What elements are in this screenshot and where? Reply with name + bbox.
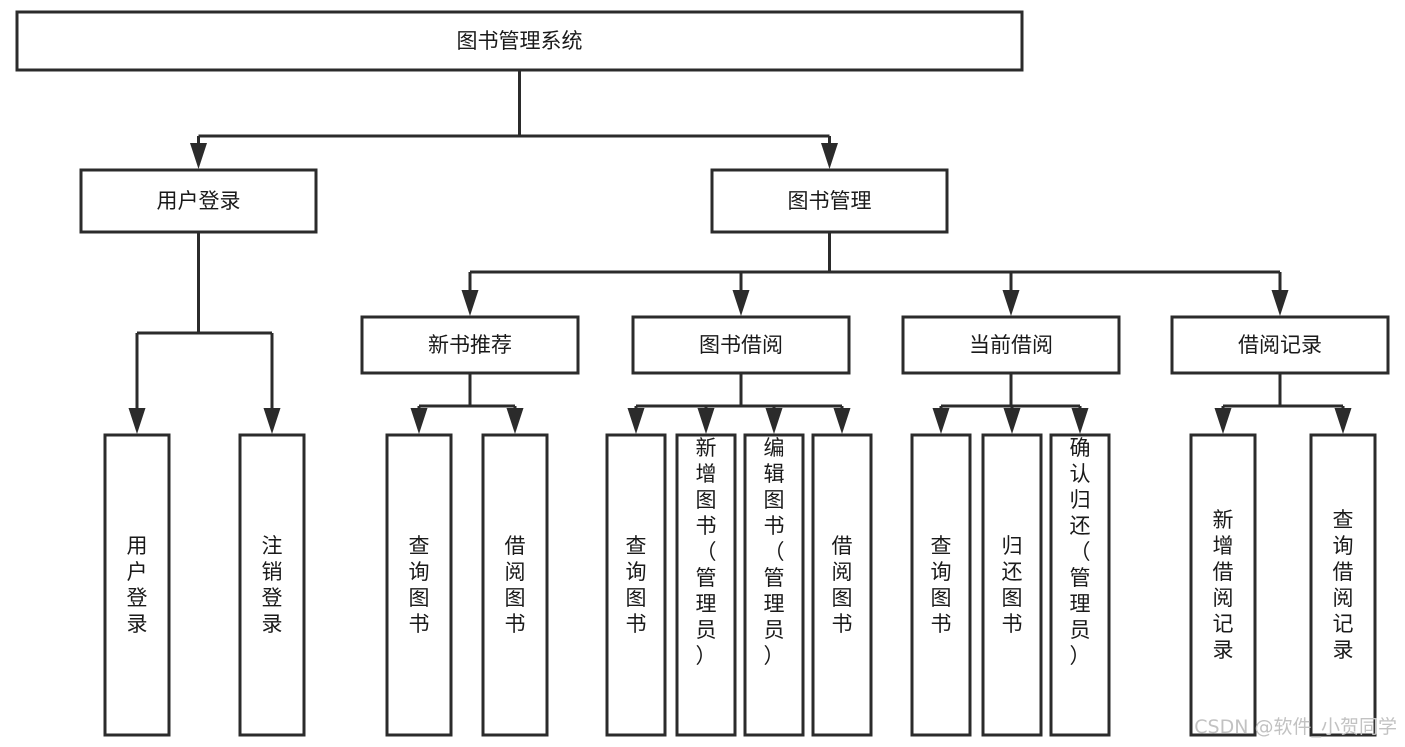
node-label: 注销登录 [262,534,283,636]
node-l3_c[interactable]: 当前借阅 [901,315,1121,375]
node-label: 图书借阅 [699,333,783,357]
node-label: 新书推荐 [428,333,512,357]
node-layer: 图书管理系统用户登录图书管理新书推荐图书借阅当前借阅借阅记录用户登录注销登录查询… [15,10,1390,737]
node-label: 新增借阅记录 [1213,508,1234,662]
node-label: 查询图书 [626,534,647,636]
node-l3_a[interactable]: 新书推荐 [360,315,580,375]
node-label: 归还图书 [1002,534,1023,636]
node-leaf_7[interactable]: 编辑图书（管理员） [743,433,805,737]
connector-group-l3_b [627,373,851,434]
node-leaf_4[interactable]: 借阅图书 [481,433,549,737]
node-root[interactable]: 图书管理系统 [15,10,1024,72]
node-label: 查询借阅记录 [1333,508,1354,662]
node-label: 借阅记录 [1238,333,1322,357]
node-l2_b[interactable]: 图书管理 [710,168,949,234]
node-l3_b[interactable]: 图书借阅 [631,315,851,375]
node-label: 用户登录 [157,189,241,213]
connector-group-l2_b [461,232,1289,316]
node-leaf_3[interactable]: 查询图书 [385,433,453,737]
connector-group-l3_a [410,373,524,434]
node-label: 用户登录 [127,534,148,636]
connector-layer [128,70,1352,434]
node-leaf_1[interactable]: 用户登录 [103,433,171,737]
connector-group-l2_a [128,232,281,434]
node-label: 编辑图书（管理员） [764,436,785,668]
node-label: 当前借阅 [969,333,1053,357]
node-label: 确认归还（管理员） [1070,436,1091,668]
connector-group-l3_c [932,373,1089,434]
node-label: 新增图书（管理员） [696,436,717,668]
node-leaf_13[interactable]: 查询借阅记录 [1309,433,1377,737]
node-leaf_6[interactable]: 新增图书（管理员） [675,433,737,737]
node-l2_a[interactable]: 用户登录 [79,168,318,234]
node-leaf_11[interactable]: 确认归还（管理员） [1049,433,1111,737]
node-label: 查询图书 [931,534,952,636]
connector-group-l3_d [1214,373,1352,434]
node-label: 借阅图书 [505,534,526,636]
node-label: 借阅图书 [832,534,853,636]
node-leaf_12[interactable]: 新增借阅记录 [1189,433,1257,737]
node-l3_d[interactable]: 借阅记录 [1170,315,1390,375]
node-leaf_9[interactable]: 查询图书 [910,433,972,737]
node-leaf_8[interactable]: 借阅图书 [811,433,873,737]
connector-group-root [190,70,838,169]
node-label: 图书管理 [788,189,872,213]
node-leaf_2[interactable]: 注销登录 [238,433,306,737]
node-label: 查询图书 [409,534,430,636]
node-leaf_10[interactable]: 归还图书 [981,433,1043,737]
node-leaf_5[interactable]: 查询图书 [605,433,667,737]
node-label: 图书管理系统 [457,29,583,53]
csdn-watermark: CSDN @软件_小贺同学 [1194,716,1397,738]
